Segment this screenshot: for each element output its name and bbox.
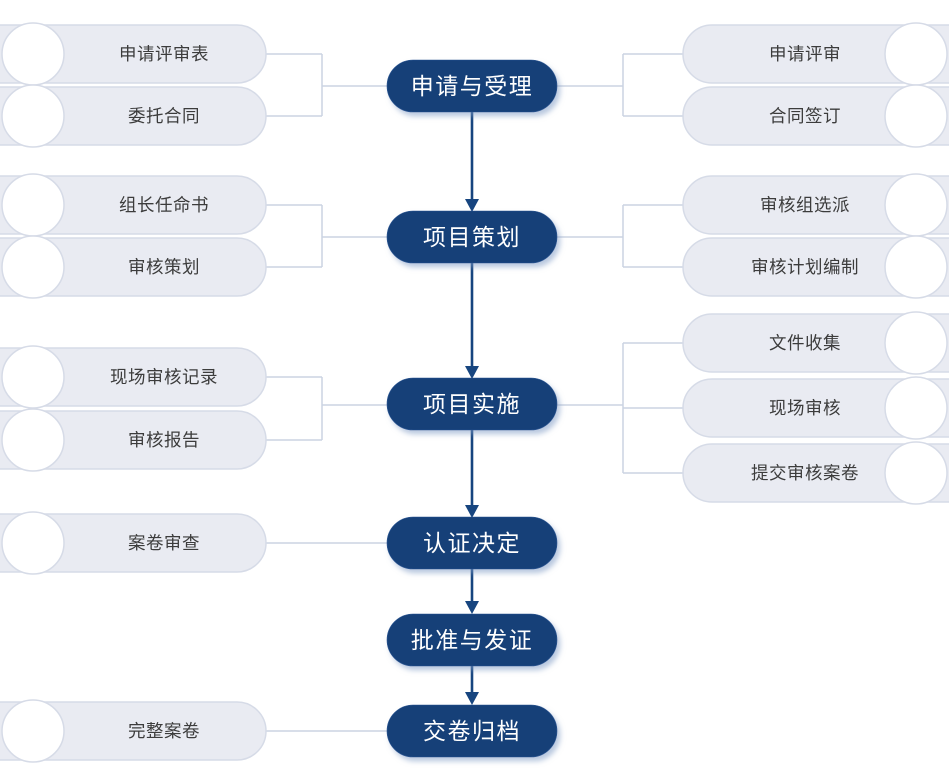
pill-label: 审核报告 — [128, 430, 200, 450]
pill-body — [682, 86, 949, 146]
right-pill-submit-audit-file: 提交审核案卷 — [682, 441, 949, 505]
node-body — [386, 704, 558, 758]
connector-right-row3 — [557, 342, 683, 474]
pill-label: 合同签订 — [769, 106, 841, 126]
pill-label: 委托合同 — [128, 106, 200, 126]
right-pill-audit-plan-preparation: 审核计划编制 — [682, 235, 949, 299]
flow-arrow-5-head — [465, 692, 479, 705]
pill-label: 审核组选派 — [760, 195, 850, 215]
flow-arrow-4-head — [465, 601, 479, 614]
flow-arrow-3-head — [465, 505, 479, 518]
pill-label: 申请评审表 — [119, 44, 209, 64]
left-pill-audit-report: 审核报告 — [0, 408, 267, 472]
pill-body — [0, 513, 267, 573]
node-label: 申请与受理 — [411, 74, 534, 99]
pill-label: 现场审核记录 — [110, 367, 218, 387]
pill-body — [682, 443, 949, 503]
pill-body — [682, 237, 949, 297]
pill-body — [0, 237, 267, 297]
connector-left-row1 — [263, 53, 387, 117]
connector-lines — [263, 53, 683, 732]
pill-notch — [884, 311, 948, 375]
flow-step-certification-decision: 认证决定 — [386, 516, 558, 570]
pill-body — [0, 175, 267, 235]
pill-notch — [1, 408, 65, 472]
right-pill-document-collection: 文件收集 — [682, 311, 949, 375]
pill-notch — [1, 235, 65, 299]
flow-step-approval-certificate: 批准与发证 — [386, 613, 558, 667]
node-label: 认证决定 — [423, 531, 521, 556]
pill-notch — [1, 84, 65, 148]
pill-notch — [1, 699, 65, 763]
node-label: 批准与发证 — [411, 628, 534, 653]
pill-label: 审核计划编制 — [751, 257, 859, 277]
pill-body — [682, 24, 949, 84]
pill-body — [682, 378, 949, 438]
pill-body — [682, 175, 949, 235]
pill-body — [0, 701, 267, 761]
pill-notch — [884, 22, 948, 86]
flow-step-application-acceptance: 申请与受理 — [386, 59, 558, 113]
flow-step-archive: 交卷归档 — [386, 704, 558, 758]
node-label: 项目实施 — [423, 392, 521, 417]
node-body — [386, 210, 558, 264]
node-label: 交卷归档 — [423, 719, 521, 744]
left-pill-application-review-form: 申请评审表 — [0, 22, 267, 86]
pill-body — [0, 410, 267, 470]
flow-arrow-1-head — [465, 199, 479, 212]
flow-arrow-2-head — [465, 366, 479, 379]
pill-notch — [1, 511, 65, 575]
node-body — [386, 377, 558, 431]
pill-notch — [1, 345, 65, 409]
pill-label: 完整案卷 — [128, 721, 200, 741]
left-pill-complete-file: 完整案卷 — [0, 699, 267, 763]
right-pill-onsite-audit: 现场审核 — [682, 376, 949, 440]
pill-label: 文件收集 — [769, 333, 841, 353]
right-pill-application-review: 申请评审 — [682, 22, 949, 86]
pill-notch — [884, 173, 948, 237]
left-pill-audit-planning: 审核策划 — [0, 235, 267, 299]
left-pill-entrust-contract: 委托合同 — [0, 84, 267, 148]
pill-body — [682, 313, 949, 373]
pill-notch — [884, 235, 948, 299]
pill-label: 申请评审 — [769, 44, 841, 64]
pill-notch — [884, 441, 948, 505]
connector-left-row3 — [263, 376, 387, 441]
flow-step-project-planning: 项目策划 — [386, 210, 558, 264]
connector-left-row2 — [263, 204, 387, 268]
node-body — [386, 516, 558, 570]
pill-label: 现场审核 — [769, 398, 841, 418]
left-pill-onsite-audit-record: 现场审核记录 — [0, 345, 267, 409]
connector-right-row1 — [557, 53, 683, 117]
pill-body — [0, 86, 267, 146]
right-pill-audit-team-selection: 审核组选派 — [682, 173, 949, 237]
left-pill-file-review: 案卷审查 — [0, 511, 267, 575]
pill-body — [0, 24, 267, 84]
node-body — [386, 613, 558, 667]
flow-step-project-implementation: 项目实施 — [386, 377, 558, 431]
pill-label: 审核策划 — [128, 257, 200, 277]
flow-arrows — [465, 112, 479, 705]
pill-notch — [884, 84, 948, 148]
node-label: 项目策划 — [423, 225, 521, 250]
pill-notch — [1, 173, 65, 237]
pill-body — [0, 347, 267, 407]
connector-right-row2 — [557, 204, 683, 268]
node-body — [386, 59, 558, 113]
pill-notch — [884, 376, 948, 440]
pill-notch — [1, 22, 65, 86]
pill-label: 案卷审查 — [128, 533, 200, 553]
right-pill-contract-signing: 合同签订 — [682, 84, 949, 148]
pill-label: 提交审核案卷 — [751, 463, 859, 483]
left-pill-leader-appointment: 组长任命书 — [0, 173, 267, 237]
pill-label: 组长任命书 — [119, 195, 209, 215]
